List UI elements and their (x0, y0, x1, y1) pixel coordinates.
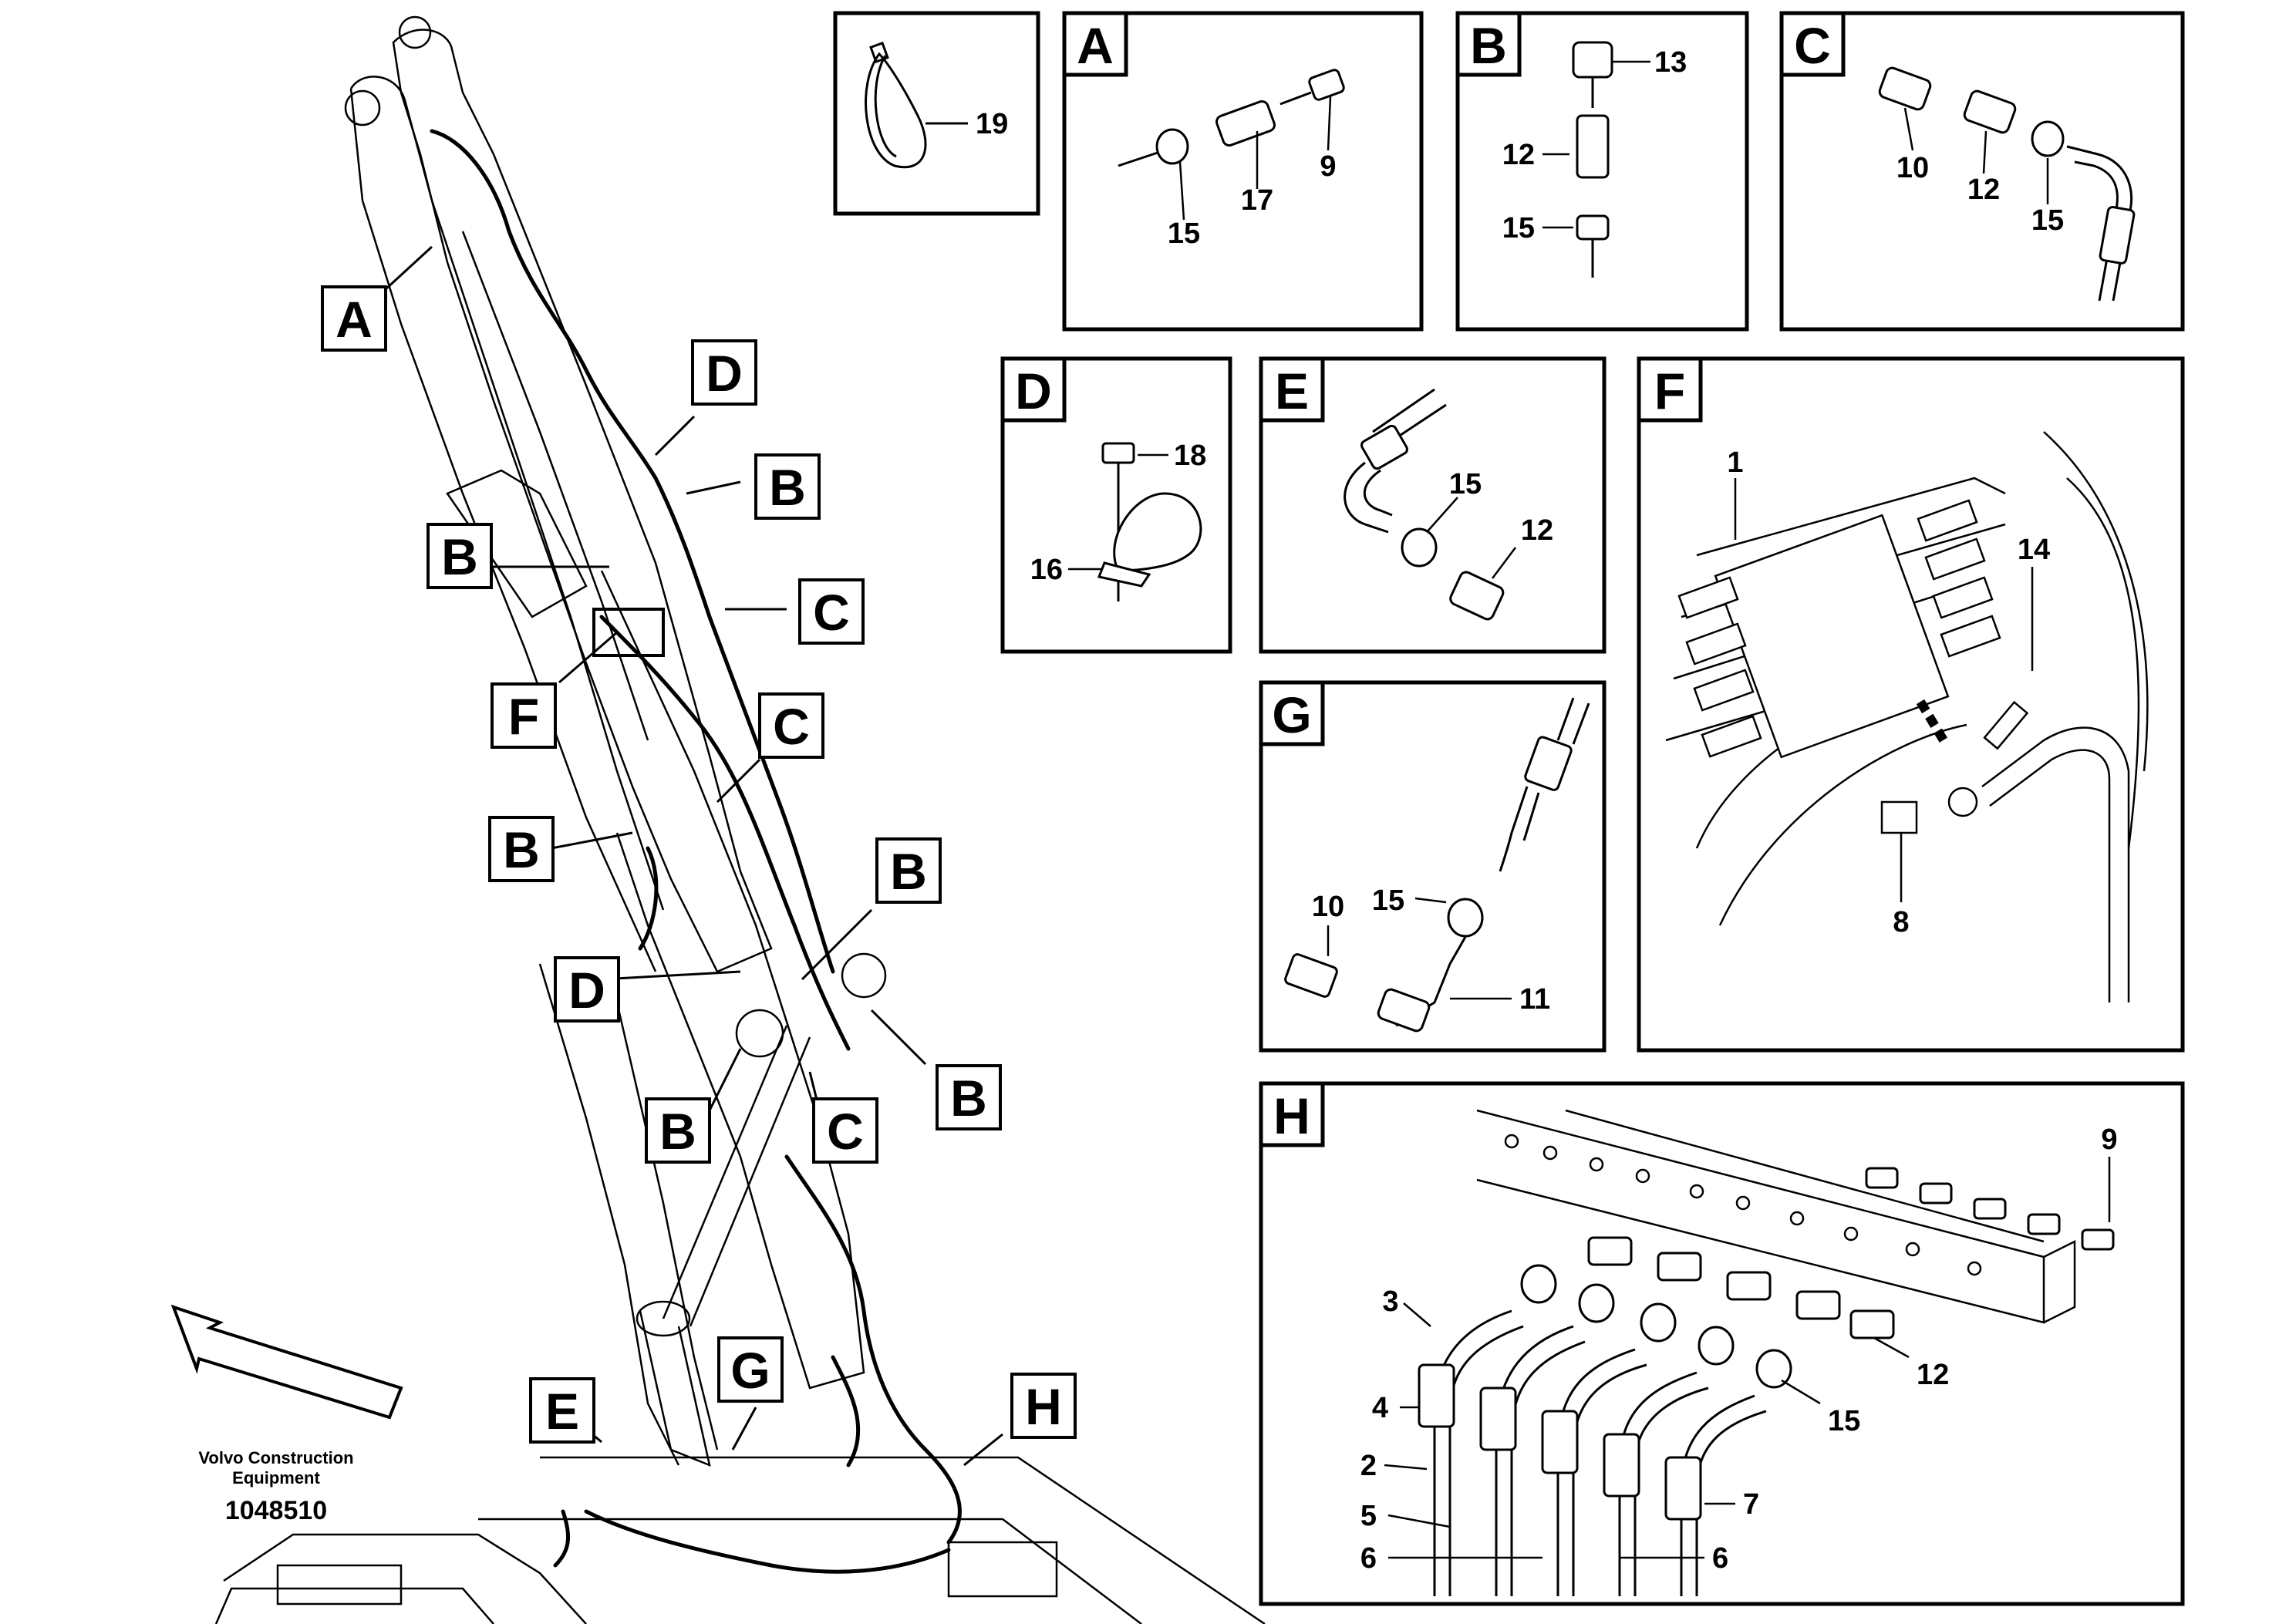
panel-A-title: A (1077, 17, 1114, 74)
brand-line-2: Equipment (232, 1468, 320, 1488)
panel-E-item-12: 12 (1521, 514, 1553, 547)
panel-C-item-15: 15 (2031, 204, 2064, 237)
panel-H-item-7: 7 (1743, 1488, 1759, 1521)
panel-B-item-12: 12 (1502, 139, 1535, 171)
panel-A-item-9: 9 (1320, 150, 1336, 183)
panel-B-title: B (1470, 17, 1507, 74)
panel-H-item-9: 9 (2101, 1124, 2117, 1156)
callout-B-2[interactable]: B (426, 523, 493, 589)
panel-A-fittings (1118, 69, 1345, 167)
panel-H-title: H (1273, 1087, 1310, 1144)
panel-H-fittings (1520, 1167, 2115, 1389)
panel-B: B 13 12 15 (1455, 11, 1749, 332)
panel-H-item-3: 3 (1382, 1285, 1398, 1318)
forward-direction-arrow (170, 1304, 403, 1420)
panel-D-clamp (1097, 442, 1202, 601)
callout-D-lower-letter: D (568, 962, 605, 1019)
panel-A-item-17: 17 (1241, 184, 1273, 217)
panel-F-item-1: 1 (1727, 446, 1743, 479)
callout-H[interactable]: H (1010, 1373, 1077, 1439)
callout-B-5-letter: B (950, 1070, 987, 1127)
panel-C-item-12: 12 (1967, 174, 2000, 206)
panel-G-title: G (1272, 686, 1311, 743)
panel-C-item-10: 10 (1896, 152, 1929, 184)
panel-H-item-12: 12 (1917, 1359, 1949, 1391)
document-number: 1048510 (225, 1496, 327, 1525)
panel-D-item-18: 18 (1174, 440, 1206, 472)
connector-block (592, 608, 665, 657)
panel-H-item-2: 2 (1360, 1450, 1377, 1482)
callout-B-2-letter: B (441, 528, 478, 585)
panel-G-item-15: 15 (1372, 884, 1404, 917)
panel-F-title: F (1654, 362, 1685, 419)
callout-F[interactable]: F (491, 682, 557, 749)
panel-C-title: C (1794, 17, 1831, 74)
callout-E-letter: E (545, 1383, 579, 1440)
panel-G-item-10: 10 (1312, 891, 1344, 923)
excavator-boom-illustration (214, 15, 1266, 1624)
panel-D-item-16: 16 (1030, 554, 1063, 586)
callout-B-3[interactable]: B (488, 816, 555, 882)
panel-E-title: E (1275, 362, 1309, 419)
panel-H-item-6-left: 6 (1360, 1542, 1377, 1575)
callout-F-letter: F (508, 688, 539, 745)
panel-E: E 15 12 (1259, 356, 1607, 654)
panel-B-fittings (1572, 41, 1613, 278)
cable-tie-icon (865, 41, 927, 169)
callout-D-upper[interactable]: D (691, 339, 757, 406)
panel-B-item-13: 13 (1654, 46, 1687, 79)
callout-D-lower[interactable]: D (554, 956, 620, 1023)
panel-cable-tie: 19 (833, 11, 1040, 216)
callout-B-4-letter: B (890, 843, 927, 900)
panel-D: D 18 16 (1000, 356, 1232, 654)
p19-item-19: 19 (976, 108, 1008, 140)
panel-H: H (1259, 1081, 2185, 1606)
callout-H-letter: H (1025, 1378, 1062, 1435)
wiring-harness (430, 129, 962, 1574)
panel-D-title: D (1015, 362, 1052, 419)
panel-G-item-11: 11 (1519, 983, 1550, 1016)
panel-A: A 15 17 9 (1062, 11, 1424, 332)
panel-B-item-15: 15 (1502, 212, 1535, 244)
panel-A-item-15: 15 (1168, 217, 1200, 250)
panel-F: F 1 14 (1637, 356, 2185, 1053)
panel-F-item-8: 8 (1893, 906, 1909, 938)
callout-B-6[interactable]: B (645, 1097, 711, 1164)
callout-C-3-letter: C (827, 1103, 864, 1160)
panel-H-item-6-right: 6 (1712, 1542, 1728, 1575)
callout-C-1[interactable]: C (798, 578, 865, 645)
panel-C-fittings (1878, 66, 2136, 302)
callout-B-4[interactable]: B (875, 837, 942, 904)
callout-A-letter: A (335, 291, 373, 348)
panel-H-item-5: 5 (1360, 1500, 1377, 1532)
panel-E-fittings (1344, 388, 1505, 621)
panel-H-bracket (1476, 1109, 2076, 1324)
panel-H-item-15: 15 (1828, 1405, 1860, 1437)
callout-C-2-letter: C (773, 698, 810, 755)
callout-G[interactable]: G (717, 1336, 784, 1403)
panel-G: G 15 10 11 (1259, 680, 1607, 1053)
callout-G-letter: G (730, 1342, 770, 1399)
panel-F-item-14: 14 (2018, 534, 2050, 566)
callout-E[interactable]: E (529, 1377, 595, 1444)
callout-C-3[interactable]: C (812, 1097, 878, 1164)
panel-C: C 10 12 15 (1779, 11, 2185, 332)
callout-B-1[interactable]: B (754, 453, 821, 520)
callout-B-6-letter: B (659, 1103, 696, 1160)
callout-B-1-letter: B (769, 459, 806, 516)
callout-B-3-letter: B (503, 821, 540, 878)
callout-B-5[interactable]: B (936, 1064, 1002, 1130)
brand-line-1: Volvo Construction (198, 1448, 353, 1467)
callout-D-upper-letter: D (706, 345, 743, 402)
panel-G-fittings (1284, 697, 1590, 1033)
callout-C-1-letter: C (813, 584, 850, 641)
panel-H-item-4: 4 (1372, 1392, 1388, 1424)
callout-C-2[interactable]: C (758, 692, 824, 759)
panel-F-connector-block (1665, 431, 2149, 1002)
panel-E-item-15: 15 (1449, 468, 1482, 500)
callout-A[interactable]: A (321, 285, 387, 352)
